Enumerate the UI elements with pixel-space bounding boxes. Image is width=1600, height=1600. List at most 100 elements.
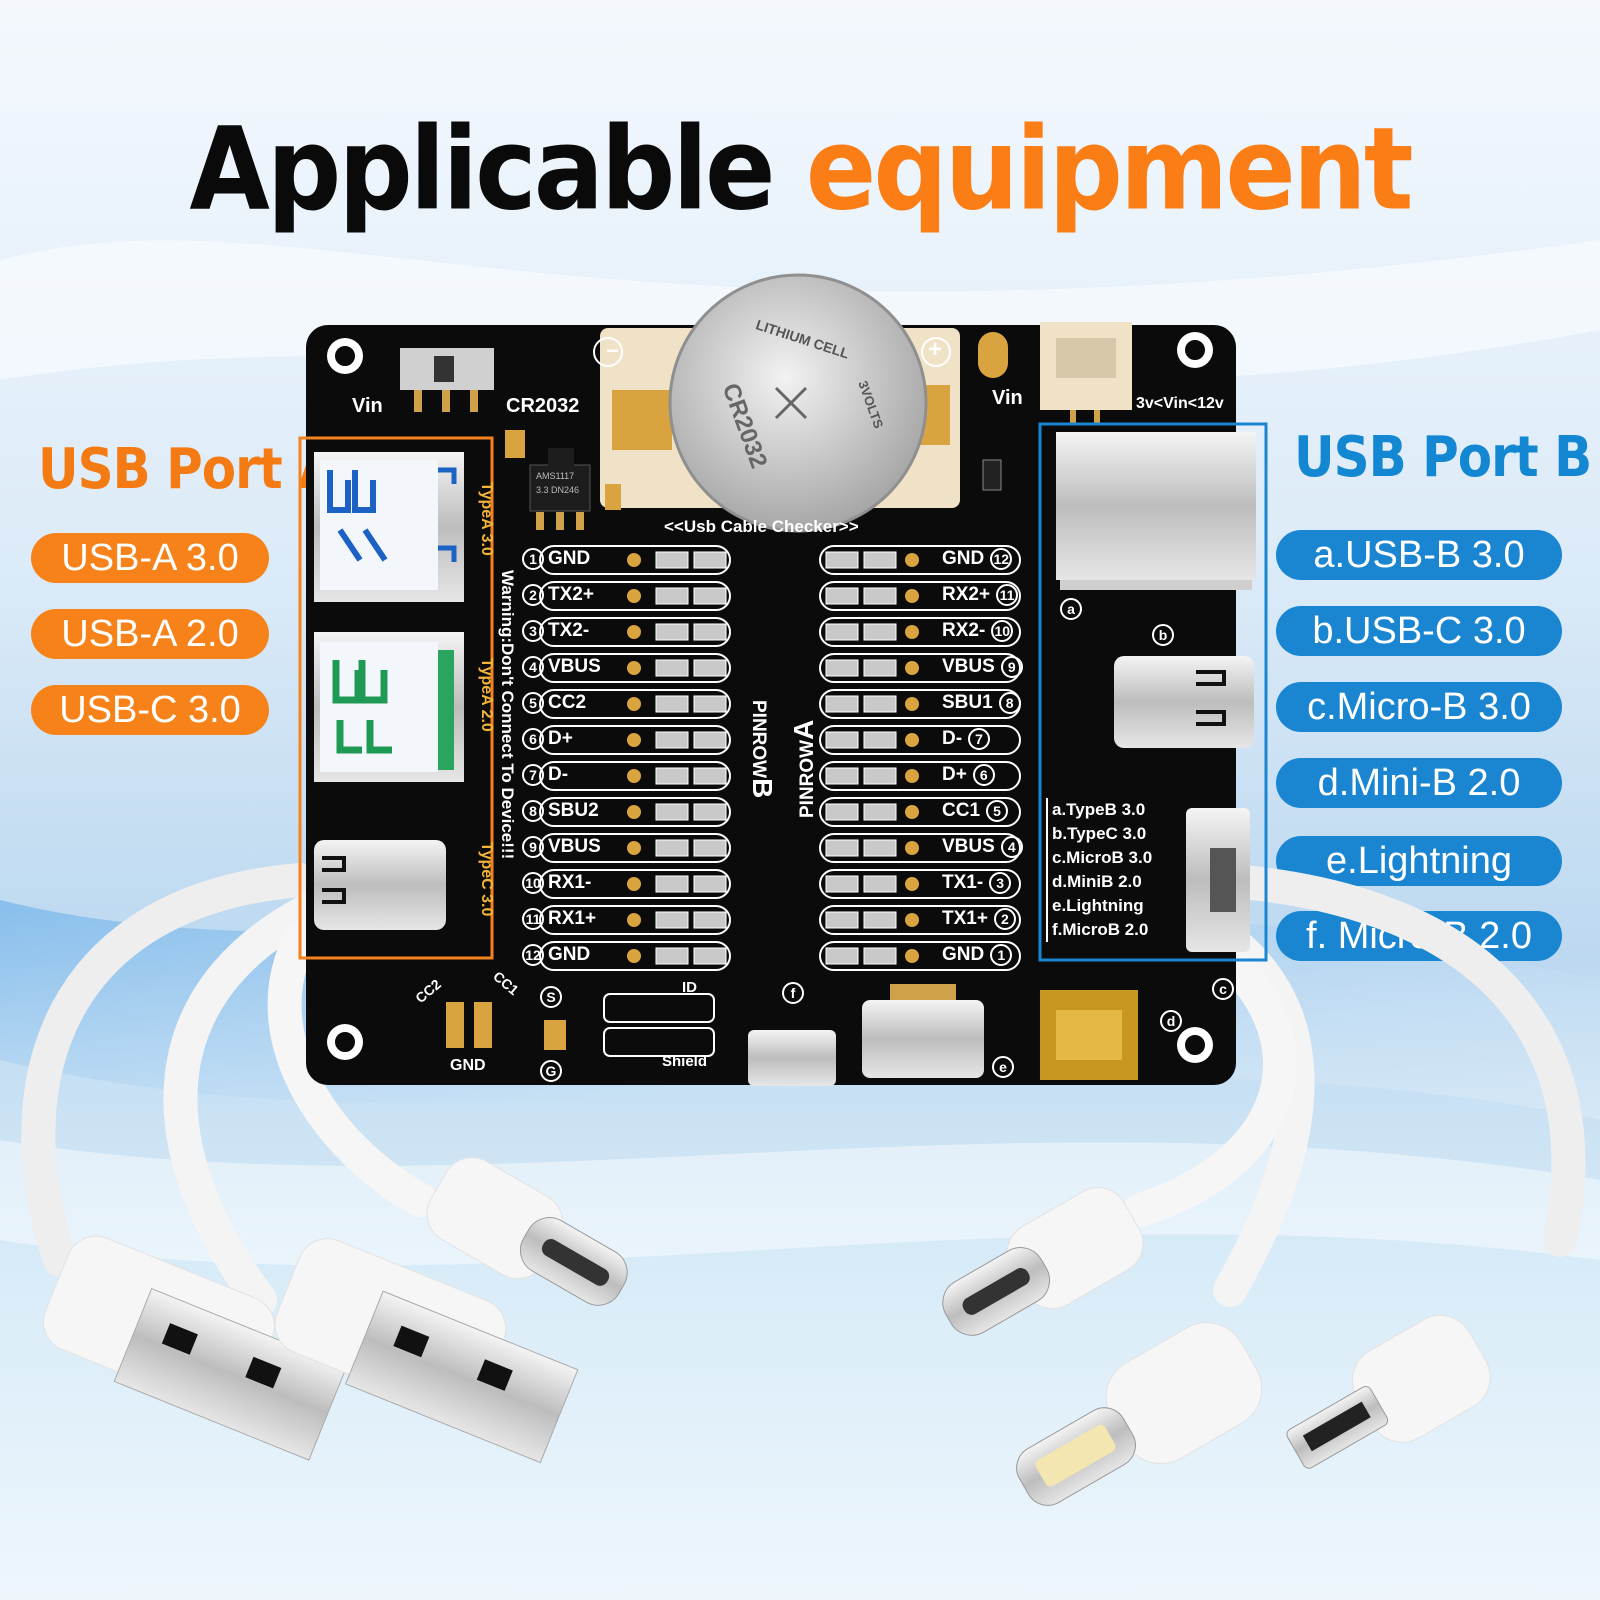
pin-dot	[627, 661, 641, 675]
pin-label: D+	[548, 728, 573, 750]
pin-label: VBUS	[548, 836, 601, 858]
pin-label: GND	[548, 944, 591, 966]
smd-pad	[863, 839, 897, 857]
pin-label: CC1	[942, 800, 981, 822]
s-label: S	[540, 986, 566, 1008]
pin-number: 10	[991, 620, 1014, 642]
smd-pad	[655, 947, 689, 965]
board-port-list: a.TypeB 3.0 b.TypeC 3.0 c.MicroB 3.0 d.M…	[1046, 798, 1152, 942]
id-label: ID	[682, 979, 697, 996]
port-b-item: c.Micro-B 3.0	[1276, 682, 1562, 732]
pin-dot	[627, 805, 641, 819]
board-port-item: e.Lightning	[1052, 896, 1144, 915]
letter-d: d	[1160, 1010, 1186, 1032]
cr2032-label: CR2032	[506, 395, 580, 417]
pin-number: 8	[998, 692, 1021, 714]
pin-number: 12	[990, 548, 1013, 570]
pin-frame	[819, 581, 1021, 611]
port-b-item: a.USB-B 3.0	[1276, 530, 1562, 580]
smd-pad	[863, 551, 897, 569]
smd-pad	[825, 767, 859, 785]
smd-pad	[693, 875, 727, 893]
pin-number: 7	[522, 764, 544, 786]
pin-label: SBU2	[548, 800, 599, 822]
smd-pad	[655, 659, 689, 677]
smd-pad	[655, 911, 689, 929]
pinrow-a-item: RX2-10	[942, 620, 1017, 642]
pin-dot	[627, 841, 641, 855]
pin-label: D-	[942, 728, 963, 750]
letter-a: a	[1060, 598, 1086, 620]
smd-pad	[863, 947, 897, 965]
pin-dot	[627, 697, 641, 711]
smd-pad	[693, 623, 727, 641]
vin-range-label: 3v<Vin<12v	[1136, 395, 1224, 412]
pinrow-a-label: PINROWA	[788, 720, 819, 818]
pin-frame	[819, 545, 1021, 575]
letter-b: b	[1152, 624, 1178, 646]
g-label: G	[540, 1060, 566, 1082]
pinrow-a-item: RX2+11	[942, 584, 1022, 606]
smd-pad	[693, 911, 727, 929]
port-b-item: b.USB-C 3.0	[1276, 606, 1562, 656]
smd-pad	[863, 731, 897, 749]
port-a-heading: USB Port A	[38, 436, 337, 502]
pin-number: 6	[522, 728, 544, 750]
pin-number: 5	[522, 692, 544, 714]
pin-number: 9	[522, 836, 544, 858]
vin-right-label: Vin	[992, 387, 1023, 409]
pinrow-a-item: D-7	[942, 728, 994, 750]
pin-label: VBUS	[942, 836, 995, 858]
letter-f: f	[782, 982, 808, 1004]
pin-number: 3	[989, 872, 1012, 894]
pin-label: TX1+	[942, 908, 988, 930]
pin-dot	[905, 625, 919, 639]
smd-pad	[655, 839, 689, 857]
cables-front	[43, 1157, 1491, 1506]
pin-frame	[819, 905, 1021, 935]
pin-number: 1	[990, 944, 1013, 966]
port-b-outline	[1038, 422, 1268, 962]
smd-pad	[825, 947, 859, 965]
title-word-1: Applicable	[189, 101, 775, 237]
minus-sign: −	[606, 338, 619, 363]
coin-cell	[668, 273, 928, 533]
letter-e: e	[992, 1056, 1018, 1078]
smd-pad	[863, 803, 897, 821]
port-a-outline	[298, 436, 494, 960]
smd-pad	[825, 587, 859, 605]
pin-label: RX2+	[942, 584, 991, 606]
board-port-item: a.TypeB 3.0	[1052, 800, 1146, 819]
smd-pad	[693, 767, 727, 785]
pin-dot	[627, 553, 641, 567]
smd-pad	[655, 623, 689, 641]
pin-frame	[819, 941, 1021, 971]
pinrow-a-item: TX1+2	[942, 908, 1020, 930]
cables-back	[21, 863, 1586, 1317]
smd-pad	[825, 839, 859, 857]
smd-pad	[863, 767, 897, 785]
pin-number: 5	[986, 800, 1009, 822]
pin-number: 6	[972, 764, 995, 786]
pin-dot	[627, 733, 641, 747]
pin-label: VBUS	[548, 656, 601, 678]
gnd-bottom-label: GND	[450, 1057, 486, 1074]
pin-label: GND	[942, 548, 985, 570]
pin-dot	[905, 553, 919, 567]
regulator-text: AMS1117	[536, 471, 575, 481]
microb20-port	[748, 1030, 836, 1086]
smd-pad	[693, 803, 727, 821]
pinrow-b-text: PINROW	[748, 700, 769, 779]
port-b-item: d.Mini-B 2.0	[1276, 758, 1562, 808]
pin-dot	[627, 589, 641, 603]
pin-dot	[627, 949, 641, 963]
pin-label: RX1+	[548, 908, 597, 930]
board-port-item: d.MiniB 2.0	[1052, 872, 1142, 891]
